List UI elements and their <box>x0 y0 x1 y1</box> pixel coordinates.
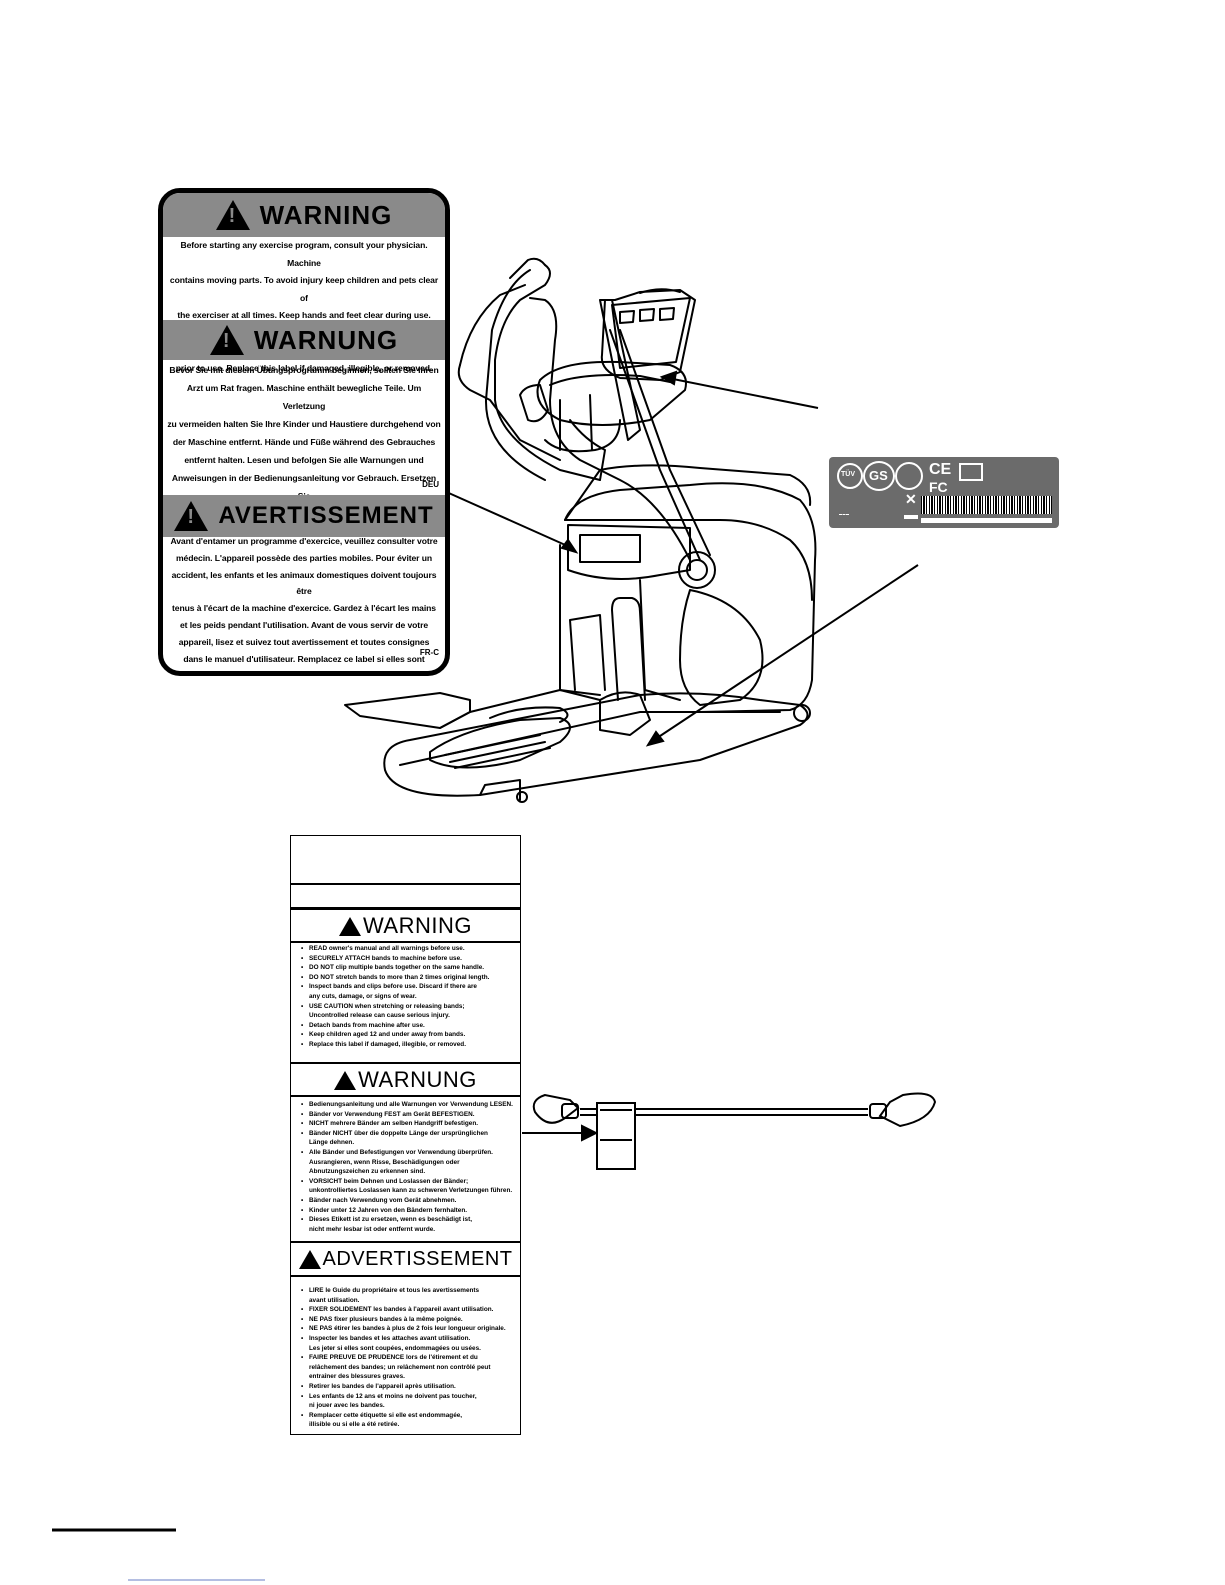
band-warning-header: WARNING <box>291 910 520 942</box>
ce-mark-icon: CE <box>929 461 952 478</box>
tuv-seal-icon <box>895 462 923 490</box>
gs-mark-icon: GS <box>863 461 895 491</box>
weee-bin-icon: ✕ <box>905 491 917 507</box>
warnung-title: WARNUNG <box>253 324 399 355</box>
list-item: SECURELY ATTACH bands to machine before … <box>301 954 518 964</box>
warning-triangle-icon <box>209 325 244 355</box>
avertissement-title: AVERTISSEMENT <box>218 502 434 529</box>
list-item: Kinder unter 12 Jahren von den Bändern f… <box>301 1206 518 1216</box>
fcc-mark-icon: FC <box>929 479 948 495</box>
list-item: Bänder vor Verwendung FEST am Gerät BEFE… <box>301 1110 518 1120</box>
band-warning-title: WARNING <box>362 913 472 938</box>
list-item: READ owner's manual and all warnings bef… <box>301 944 518 954</box>
list-item: Bänder nach Verwendung vom Gerät abnehme… <box>301 1196 518 1206</box>
list-item: Alle Bänder und Befestigungen vor Verwen… <box>301 1148 518 1177</box>
avertissement-text: Avant d'entamer un programme d'exercice,… <box>170 536 438 676</box>
warning-triangle-icon <box>174 501 209 531</box>
band-advertissement-title: ADVERTISSEMENT <box>322 1247 513 1270</box>
list-item: NE PAS fixer plusieurs bandes à la même … <box>301 1315 518 1325</box>
band-warnung-list: Bedienungsanleitung und alle Warnungen v… <box>301 1100 518 1234</box>
list-item: Les enfants de 12 ans et moins ne doiven… <box>301 1392 518 1411</box>
warning-triangle-icon <box>215 200 250 230</box>
white-block <box>904 515 918 519</box>
band-warning-label: WARNING READ owner's manual and all warn… <box>290 835 521 1435</box>
warning-title: WARNING <box>259 199 393 230</box>
warning-header: WARNING <box>163 193 445 237</box>
list-item: DO NOT stretch bands to more than 2 time… <box>301 973 518 983</box>
band-warning-list: READ owner's manual and all warnings bef… <box>301 944 518 1050</box>
list-item: NE PAS étirer les bandes à plus de 2 foi… <box>301 1324 518 1334</box>
list-item: Detach bands from machine after use. <box>301 1021 518 1031</box>
list-item: Inspect bands and clips before use. Disc… <box>301 982 518 1001</box>
list-item: Dieses Etikett ist zu ersetzen, wenn es … <box>301 1215 518 1234</box>
tuv-mark-icon: TÜV <box>837 463 863 489</box>
dash-mark <box>839 514 849 517</box>
list-item: FAIRE PREUVE DE PRUDENCE lors de l'étire… <box>301 1353 518 1382</box>
list-item: Bänder NICHT über die doppelte Länge der… <box>301 1129 518 1148</box>
list-item: NICHT mehrere Bänder am selben Handgriff… <box>301 1119 518 1129</box>
band-warnung-header: WARNUNG <box>291 1064 520 1096</box>
list-item: FIXER SOLIDEMENT les bandes à l'appareil… <box>301 1305 518 1315</box>
list-item: USE CAUTION when stretching or releasing… <box>301 1002 518 1021</box>
list-item: Inspecter les bandes et les attaches ava… <box>301 1334 518 1353</box>
list-item: Remplacer cette étiquette si elle est en… <box>301 1411 518 1430</box>
certification-label: TÜV GS CE FC ✕ <box>829 457 1059 528</box>
list-item: Replace this label if damaged, illegible… <box>301 1040 518 1050</box>
band-advertissement-list: LIRE le Guide du propriétaire et tous le… <box>301 1286 518 1430</box>
list-item: Keep children aged 12 and under away fro… <box>301 1030 518 1040</box>
list-item: Bedienungsanleitung und alle Warnungen v… <box>301 1100 518 1110</box>
list-item: LIRE le Guide du propriétaire et tous le… <box>301 1286 518 1305</box>
warnung-language-code: DEU <box>422 480 439 489</box>
manual-info-icon <box>959 463 983 481</box>
warning-triangle-icon <box>298 1249 321 1269</box>
list-item: DO NOT clip multiple bands together on t… <box>301 963 518 973</box>
barcode-underline <box>921 518 1052 523</box>
band-warnung-title: WARNUNG <box>358 1067 477 1092</box>
machine-warning-label: WARNING Before starting any exercise pro… <box>158 188 450 676</box>
resistance-band <box>532 1092 937 1170</box>
list-item: VORSICHT beim Dehnen und Loslassen der B… <box>301 1177 518 1196</box>
avertissement-language-code: FR-C <box>419 648 439 657</box>
warnung-header: WARNUNG <box>163 320 445 360</box>
list-item: Retirer les bandes de l'appareil après u… <box>301 1382 518 1392</box>
avertissement-header: AVERTISSEMENT <box>163 495 445 537</box>
band-advertissement-header: ADVERTISSEMENT <box>291 1243 520 1275</box>
barcode-icon <box>921 496 1052 514</box>
warning-triangle-icon <box>334 1070 357 1090</box>
warning-triangle-icon <box>338 916 361 936</box>
